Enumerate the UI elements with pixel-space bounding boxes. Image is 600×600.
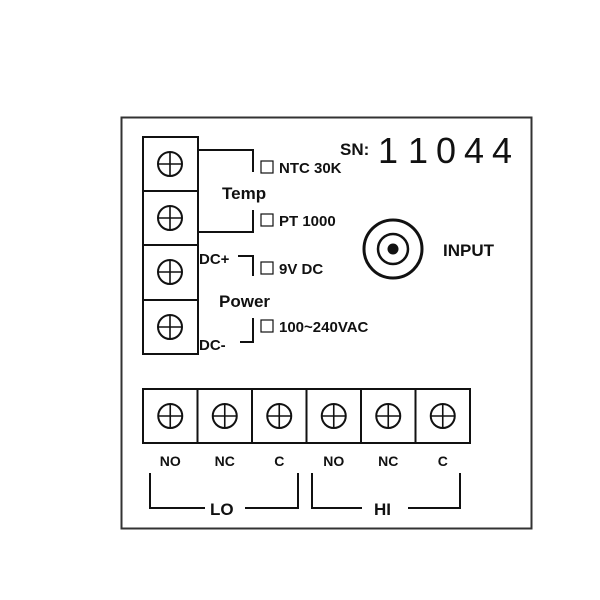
temp-bracket	[198, 149, 254, 233]
screw-icon	[266, 403, 293, 429]
serial-digit: 4	[464, 130, 484, 171]
relay-terminal-label: NO	[323, 453, 344, 469]
option-pt-1000-label: PT 1000	[279, 213, 336, 230]
lo-group-label: LO	[210, 500, 234, 519]
checkbox-pt-1000[interactable]	[260, 213, 274, 227]
option-ntc-30k-label: NTC 30K	[279, 160, 342, 177]
lo-bracket	[149, 473, 299, 509]
left-terminal-block	[142, 136, 199, 355]
terminal-cell-power-2	[142, 299, 199, 355]
checkbox-ntc-30k[interactable]	[260, 160, 274, 174]
hi-bracket	[311, 473, 461, 509]
serial-digit: 1	[408, 130, 428, 171]
screw-icon	[157, 314, 183, 340]
power-bracket-top	[238, 255, 254, 276]
serial-prefix: SN:	[340, 140, 369, 159]
checkbox-100-240vac[interactable]	[260, 319, 274, 333]
serial-digit: 4	[492, 130, 512, 171]
dc-minus-label: DC-	[199, 337, 226, 354]
screw-icon	[211, 403, 238, 429]
screw-icon	[320, 403, 347, 429]
input-label: INPUT	[443, 241, 495, 260]
serial-digit: 0	[436, 130, 456, 171]
screw-icon	[157, 151, 183, 177]
hi-group-label: HI	[374, 500, 391, 519]
relay-terminal-cell	[414, 388, 471, 444]
relay-terminal-label: NC	[215, 453, 235, 469]
coaxial-connector-icon[interactable]	[362, 218, 424, 280]
option-9v-dc-label: 9V DC	[279, 261, 323, 278]
relay-terminal-block: NO NC C NO NC C	[142, 388, 471, 469]
power-bracket-bottom	[240, 318, 254, 343]
relay-terminal-label: NC	[378, 453, 398, 469]
relay-terminal-label: C	[438, 453, 448, 469]
checkbox-9v-dc[interactable]	[260, 261, 274, 275]
panel-frame	[120, 116, 533, 530]
screw-icon	[157, 403, 184, 429]
screw-icon	[157, 205, 183, 231]
dc-plus-label: DC+	[199, 251, 230, 268]
relay-terminal-label: NO	[160, 453, 181, 469]
power-label: Power	[219, 292, 270, 311]
screw-icon	[375, 403, 402, 429]
serial-digit: 1	[378, 130, 398, 171]
screw-icon	[157, 259, 183, 285]
serial-number: 1 1 0 4 4	[378, 130, 512, 171]
temp-label: Temp	[222, 184, 266, 203]
relay-terminal-label: C	[274, 453, 284, 469]
option-100-240vac-label: 100~240VAC	[279, 319, 369, 336]
screw-icon	[429, 403, 456, 429]
